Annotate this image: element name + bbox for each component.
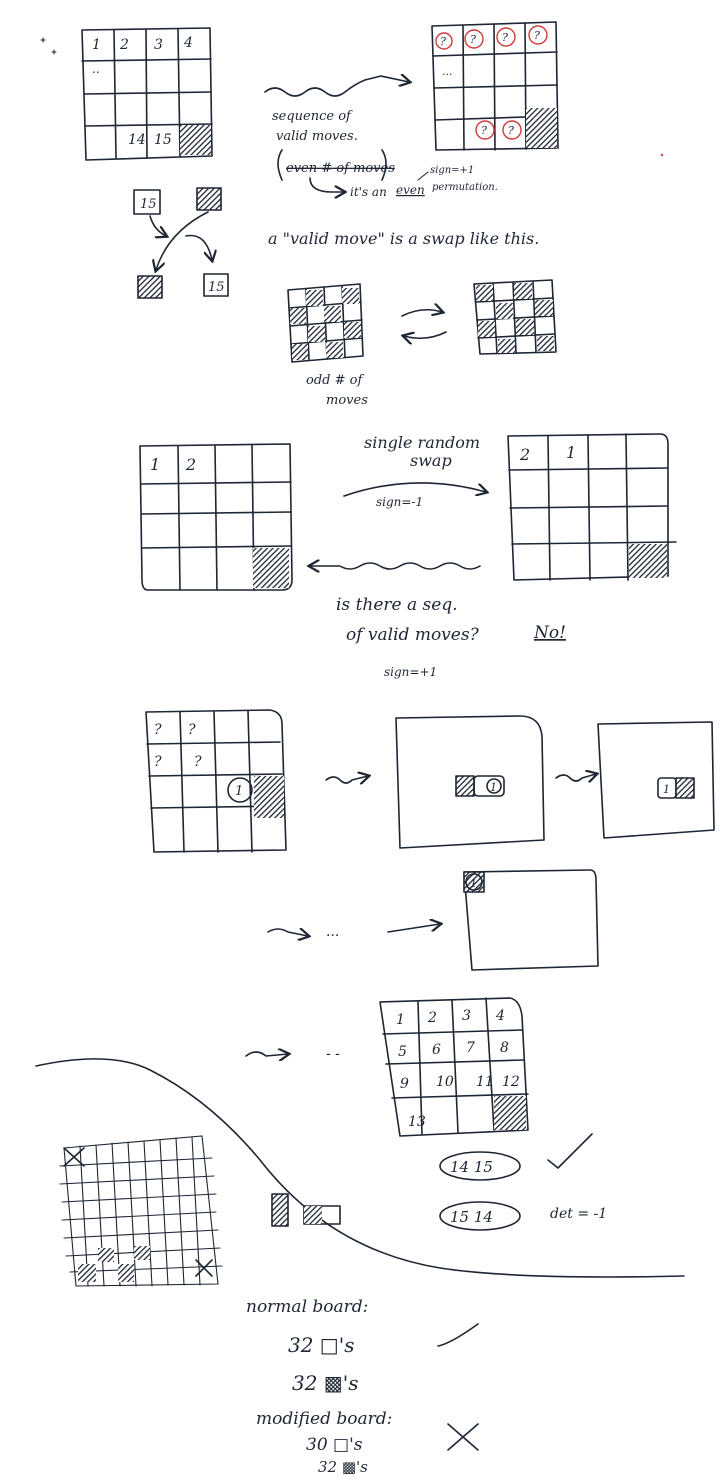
tile-14: 14	[128, 132, 146, 148]
question-line-2: of valid moves?	[346, 625, 480, 645]
sign-plus-one: sign=+1	[384, 665, 437, 679]
tile-2: 2	[119, 37, 129, 53]
q-mark: ?	[440, 35, 446, 48]
domino-vertical	[271, 1193, 289, 1227]
check-mark	[437, 1323, 479, 1347]
pan-handle-icon[interactable]	[40, 37, 57, 55]
tile-15-bottom	[203, 273, 229, 297]
q-mark: ?	[154, 754, 162, 770]
oval-15-14-label: 15 14	[450, 1208, 493, 1226]
modified-black-count: 32 ▩'s	[318, 1458, 368, 1476]
checkerboard-right	[473, 279, 557, 355]
tile-3: 3	[154, 37, 163, 53]
moves-label: moves	[326, 393, 368, 408]
modified-board-title: modified board:	[256, 1409, 392, 1429]
q-mark: ?	[188, 722, 196, 738]
oval-14-15-label: 14 15	[450, 1158, 493, 1176]
odd-moves-label: odd # of	[306, 373, 364, 388]
blank-tile	[180, 125, 211, 155]
scrambled-board	[431, 21, 559, 151]
tile-2: 2	[519, 445, 530, 464]
sign-minus-one: sign=-1	[376, 495, 423, 509]
tile: 11	[476, 1074, 494, 1090]
tile: 1	[396, 1012, 405, 1028]
tile: 10	[436, 1074, 454, 1090]
q-mark: ?	[194, 754, 202, 770]
tile-15: 15	[154, 132, 172, 148]
ellipsis: - -	[326, 1046, 340, 1062]
grid-ellipsis: ..	[92, 62, 100, 76]
tile-15-label: 15	[140, 197, 157, 212]
tile-2: 2	[185, 455, 196, 474]
checkerboard-left	[287, 283, 364, 363]
even-moves-box: even # of moves	[286, 161, 395, 176]
normal-board-title: normal board:	[246, 1297, 368, 1317]
cross-mark	[447, 1423, 479, 1451]
board-mid	[395, 715, 545, 849]
solved-board	[379, 997, 529, 1137]
tile-1: 1	[663, 783, 670, 796]
tile: 4	[495, 1008, 505, 1024]
board-swapped	[507, 433, 677, 581]
initial-board	[81, 27, 213, 161]
tile-1: 1	[566, 443, 576, 462]
single-random-label: single random	[364, 433, 480, 452]
tile-15-label: 15	[208, 280, 225, 295]
permutation-word: permutation.	[432, 182, 498, 193]
board-corner	[463, 869, 599, 971]
tile: 9	[400, 1076, 409, 1092]
q-mark: ?	[534, 29, 540, 42]
modified-white-count: 30 □'s	[306, 1435, 363, 1455]
tile-1: 1	[92, 37, 101, 53]
tile: 2	[427, 1010, 437, 1026]
swap-label: swap	[410, 451, 452, 470]
result-label: it's an	[350, 185, 387, 199]
divider-curve	[35, 1058, 685, 1278]
sequence-label: sequence of	[272, 109, 353, 124]
tile: 3	[462, 1008, 471, 1024]
q-mark: ?	[470, 33, 476, 46]
chessboard-mutilated	[59, 1135, 223, 1287]
q-mark: ?	[502, 31, 508, 44]
q-mark: ?	[481, 124, 487, 137]
circled-tile-1: 1	[470, 877, 477, 890]
tile: 13	[408, 1114, 426, 1130]
tile: 7	[466, 1040, 475, 1056]
question-line-1: is there a seq.	[336, 595, 458, 615]
board-partial	[145, 709, 287, 853]
oval-15-14	[439, 1201, 521, 1231]
board-right	[597, 721, 715, 839]
q-mark: ?	[508, 124, 514, 137]
answer-no: No!	[533, 623, 566, 643]
tile: 5	[398, 1044, 407, 1060]
circled-tile-1: 1	[235, 784, 243, 799]
circled-tile-1: 1	[490, 781, 497, 794]
valid-moves-label: valid moves.	[276, 129, 358, 144]
squiggle-arrow-back	[310, 563, 481, 569]
squiggle-arrow	[264, 76, 409, 97]
blank-tile-top	[196, 187, 222, 211]
blank-tile-bottom	[137, 275, 163, 299]
tile-4: 4	[183, 35, 193, 51]
q-mark: ?	[154, 722, 162, 738]
tile: 8	[500, 1040, 509, 1056]
tile: 12	[502, 1074, 520, 1090]
normal-white-count: 32 □'s	[288, 1333, 354, 1357]
det-label: det = -1	[550, 1206, 607, 1222]
normal-black-count: 32 ▩'s	[292, 1371, 358, 1395]
sign-plus-one: sign=+1	[430, 165, 474, 176]
oval-14-15	[439, 1151, 521, 1181]
tile-15-top	[133, 189, 161, 215]
ellipsis: ...	[326, 924, 339, 940]
grid-ellipsis: ...	[442, 65, 453, 78]
even-word: even	[396, 183, 425, 197]
check-mark	[547, 1133, 593, 1169]
board-original	[139, 443, 293, 591]
tile-1: 1	[150, 455, 160, 474]
valid-move-definition: a "valid move" is a swap like this.	[268, 229, 539, 248]
tile: 6	[432, 1042, 441, 1058]
